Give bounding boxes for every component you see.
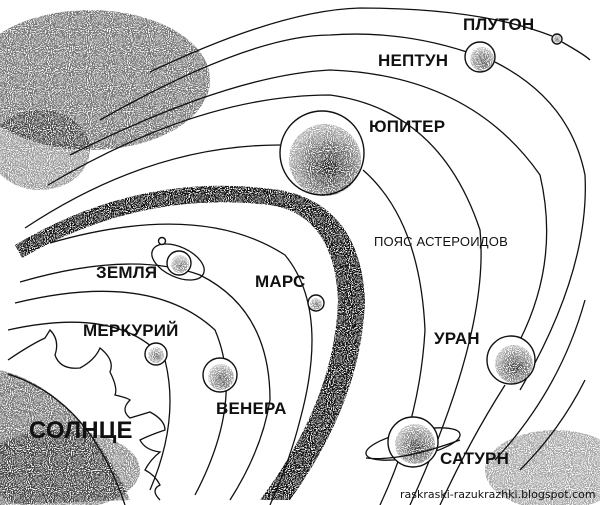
saturn-ring-front (365, 439, 461, 460)
star-dust-bottom-right (485, 430, 600, 505)
orbit-outer-arc-2 (519, 379, 586, 471)
sun-glow (0, 370, 140, 505)
watermark-url: raskraski-razukrazhki.blogspot.com (400, 488, 596, 501)
planet-shading (148, 35, 561, 464)
label-mars: МАРС (255, 272, 306, 291)
earth-moon (157, 236, 167, 246)
label-asteroid-belt: ПОЯС АСТЕРОИДОВ (374, 234, 508, 249)
label-pluto: ПЛУТОН (463, 15, 535, 34)
orbit-outer-arc-1 (494, 299, 586, 461)
orbit-pluto (149, 7, 591, 73)
label-sun: СОЛНЦЕ (29, 417, 133, 444)
label-mercury: МЕРКУРИЙ (83, 321, 179, 340)
orbit-earth (19, 263, 271, 501)
label-saturn: САТУРН (440, 449, 510, 468)
earth-moon-orbit (151, 243, 205, 281)
orbit-saturn (47, 94, 482, 505)
label-neptune: НЕПТУН (378, 51, 449, 70)
label-uranus: УРАН (434, 329, 480, 348)
orbit-venus (14, 290, 227, 496)
asteroid-belt-band (15, 185, 365, 500)
orbits (7, 7, 591, 505)
orbit-uranus (69, 69, 548, 505)
star-dust-top-left (0, 10, 210, 190)
orbit-mars (49, 223, 313, 505)
orbit-neptune (99, 33, 586, 391)
label-venus: ВЕНЕРА (216, 399, 287, 418)
label-jupiter: ЮПИТЕР (369, 117, 446, 136)
label-earth: ЗЕМЛЯ (96, 263, 158, 282)
sun-flare-outline (7, 328, 166, 501)
sun-outline (7, 373, 126, 505)
